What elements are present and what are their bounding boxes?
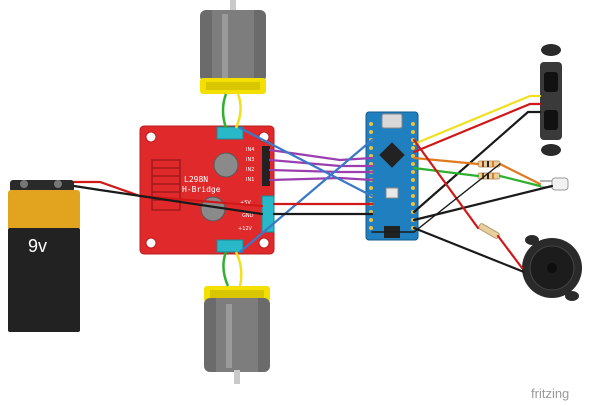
wire-blue-1 [238,126,374,198]
terminal-motor-a [216,126,244,140]
battery-label: 9v [28,236,47,256]
dc-motor-top [200,0,266,94]
pin-label-12v: +12V [238,226,253,232]
reset-button [385,187,399,199]
resistors [477,160,501,239]
wire-battery-black [72,184,264,216]
motor-leads [221,93,243,287]
terminal-motor-b [216,239,244,253]
hbridge-title-1: L298N [184,175,208,184]
ir-distance-sensor [540,44,562,156]
usb-connector [381,113,403,129]
pin-header [262,146,270,186]
wire-blue-2 [238,138,374,254]
fritzing-watermark: fritzing [531,386,569,401]
hbridge-title-2: H-Bridge [182,185,221,194]
piezo-buzzer [522,235,582,301]
resistor-3 [478,223,500,239]
pin-label-in2: IN2 [246,167,254,173]
pin-label-in4: IN4 [246,147,254,153]
hbridge-board: L298N H-Bridge IN4 IN3 IN2 IN1 +5V GND +… [139,125,275,255]
heatsink [151,159,181,211]
wires [72,94,554,274]
battery-9v: 9v [8,180,80,332]
pin-label-5v: +5V [240,200,251,206]
pin-label-in1: IN1 [246,177,254,183]
capacitor-top [213,152,239,178]
mcu-chip [379,142,405,168]
arduino-nano [365,111,419,241]
dc-motor-bottom [204,286,270,384]
pin-label-gnd: GND [242,213,254,219]
wire-battery-red [72,180,264,208]
terminal-power [261,195,275,233]
pin-label-in3: IN3 [246,157,254,163]
